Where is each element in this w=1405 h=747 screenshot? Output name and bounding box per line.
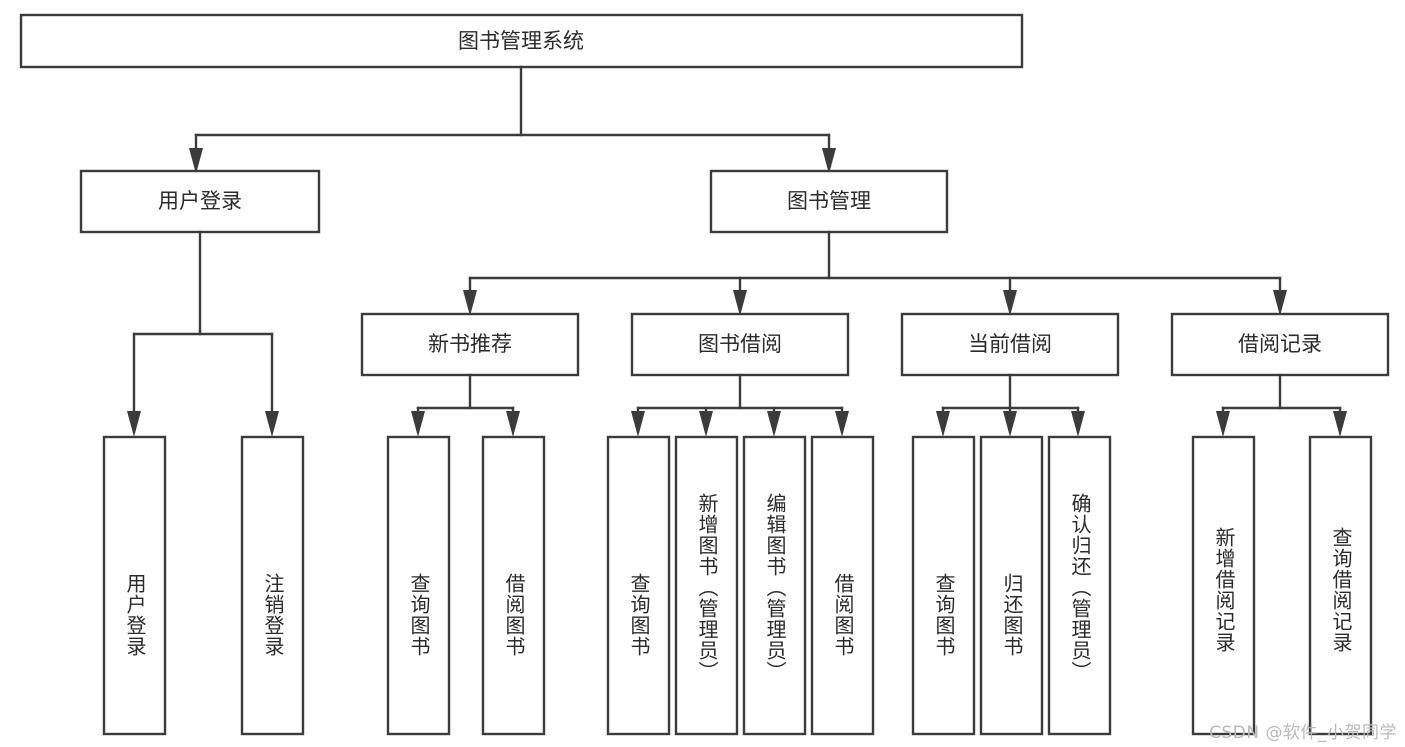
arrow-to-book-borrow: [733, 290, 747, 316]
leaf-box-book-borrow-4[interactable]: [810, 435, 875, 736]
node-new-book-recommend-label: 新书推荐: [428, 332, 512, 356]
leaf-box-borrow-record-2[interactable]: [1308, 435, 1373, 736]
arrow-to-current-borrow: [1003, 290, 1017, 316]
node-borrow-record-box[interactable]: [1170, 312, 1390, 377]
arrow-book-borrow-leaf-4: [835, 411, 849, 437]
leaf-box-current-borrow-3[interactable]: [1047, 435, 1112, 736]
leaf-box-current-borrow-1[interactable]: [911, 435, 976, 736]
leaf-box-new-book-1[interactable]: [386, 435, 451, 736]
leaf-box-current-borrow-2[interactable]: [979, 435, 1044, 736]
arrow-to-borrow-record: [1273, 290, 1287, 316]
arrow-book-borrow-leaf-1: [631, 411, 645, 437]
node-root-box[interactable]: [19, 13, 1024, 69]
leaf-box-new-book-2[interactable]: [481, 435, 546, 736]
arrow-user-login-leaf-1: [127, 411, 141, 437]
arrow-user-login-leaf-2: [265, 411, 279, 437]
arrow-current-borrow-leaf-2: [1003, 411, 1017, 437]
node-current-borrow-box[interactable]: [900, 312, 1120, 377]
node-current-borrow-label: 当前借阅: [968, 332, 1052, 356]
leaf-box-user-login-2[interactable]: [240, 435, 305, 736]
node-book-borrow-label: 图书借阅: [698, 332, 782, 356]
leaf-box-borrow-record-1[interactable]: [1191, 435, 1256, 736]
csdn-watermark: CSDN @软件_小贺同学: [1209, 723, 1397, 743]
node-book-manage-box[interactable]: [709, 169, 949, 234]
arrow-new-book-leaf-1: [411, 411, 425, 437]
arrow-borrow-record-leaf-2: [1333, 411, 1347, 437]
arrow-book-borrow-leaf-2: [699, 411, 713, 437]
arrow-borrow-record-leaf-1: [1216, 411, 1230, 437]
node-user-login-label: 用户登录: [158, 189, 242, 213]
arrow-current-borrow-leaf-1: [936, 411, 950, 437]
arrow-book-borrow-leaf-3: [767, 411, 781, 437]
leaf-box-book-borrow-1[interactable]: [606, 435, 671, 736]
node-root-label: 图书管理系统: [458, 29, 584, 53]
node-borrow-record-label: 借阅记录: [1238, 332, 1322, 356]
node-new-book-recommend-box[interactable]: [360, 312, 580, 377]
arrow-new-book-leaf-2: [506, 411, 520, 437]
leaf-box-user-login-1[interactable]: [102, 435, 167, 736]
leaf-box-book-borrow-3[interactable]: [742, 435, 807, 736]
node-book-manage-label: 图书管理: [787, 189, 871, 213]
node-book-borrow-box[interactable]: [630, 312, 850, 377]
arrow-current-borrow-leaf-3: [1071, 411, 1085, 437]
leaf-box-book-borrow-2[interactable]: [674, 435, 739, 736]
arrow-to-new-book-recommend: [463, 290, 477, 316]
